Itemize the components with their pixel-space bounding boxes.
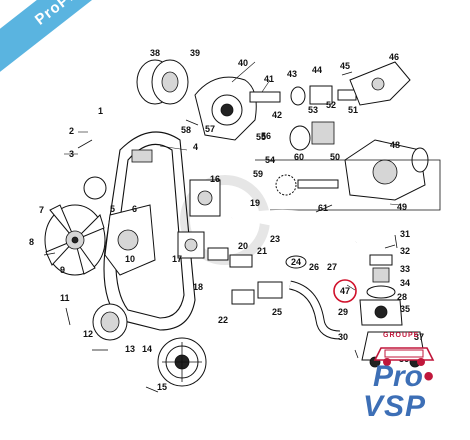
bolts xyxy=(43,71,398,393)
part-label-43: 43 xyxy=(287,69,297,79)
part-label-54: 54 xyxy=(265,155,275,165)
part-label-8: 8 xyxy=(29,237,34,247)
part-label-51: 51 xyxy=(348,105,358,115)
crank-pulley-15 xyxy=(157,337,207,387)
part-label-45: 45 xyxy=(340,61,350,71)
part-label-20: 20 xyxy=(238,241,248,251)
oil-pump-housing xyxy=(289,121,429,201)
part-label-1: 1 xyxy=(98,106,103,116)
part-number-labels: 1 2 3 4 5 6 7 8 9 10 11 12 13 14 15 16 1… xyxy=(29,48,424,392)
part-label-34: 34 xyxy=(400,278,410,288)
part-label-59: 59 xyxy=(253,169,263,179)
part-label-12: 12 xyxy=(83,329,93,339)
car-icon xyxy=(373,347,435,366)
part-label-37: 37 xyxy=(414,332,424,342)
part-label-21: 21 xyxy=(257,246,267,256)
part-label-11: 11 xyxy=(60,293,70,303)
part-label-19: 19 xyxy=(250,198,260,208)
thermostat-stack xyxy=(359,254,403,326)
part-label-53: 53 xyxy=(308,105,318,115)
timing-belt xyxy=(115,143,185,319)
crank-pulley-12 xyxy=(92,303,128,341)
part-label-7: 7 xyxy=(39,205,44,215)
lower-coolant-hose-inner xyxy=(289,281,341,339)
part-label-30: 30 xyxy=(338,332,348,342)
part-label-4: 4 xyxy=(193,142,198,152)
belt-cover-label-plate xyxy=(131,149,153,163)
part-label-22: 22 xyxy=(218,315,228,325)
part-label-13: 13 xyxy=(125,344,135,354)
part-label-58: 58 xyxy=(181,125,191,135)
part-label-23: 23 xyxy=(270,234,280,244)
logo-dot: • xyxy=(423,360,434,393)
hose-clamp-24 xyxy=(285,255,307,269)
part-label-27: 27 xyxy=(327,262,337,272)
cooling-fan xyxy=(44,204,106,276)
part-label-17: 17 xyxy=(172,254,182,264)
part-label-10: 10 xyxy=(125,254,135,264)
part-label-50: 50 xyxy=(330,152,340,162)
part-label-52: 52 xyxy=(326,100,336,110)
shaft-assembly xyxy=(249,85,357,106)
part-label-16: 16 xyxy=(210,174,220,184)
drive-gear xyxy=(275,174,339,196)
part-label-2: 2 xyxy=(69,126,74,136)
idler-pulley xyxy=(83,176,107,200)
logo-pro-text: Pro• xyxy=(373,360,434,393)
part-label-29: 29 xyxy=(338,307,348,317)
part-label-35: 35 xyxy=(400,304,410,314)
cam-pulley xyxy=(136,59,189,105)
part-label-57: 57 xyxy=(205,124,215,134)
part-label-42: 42 xyxy=(272,110,282,120)
part-label-60: 60 xyxy=(294,152,304,162)
logo-tagline: GROUPE xyxy=(383,332,420,339)
assembly-frame xyxy=(255,159,441,211)
part-label-40: 40 xyxy=(238,58,248,68)
pro-vsp-logo: GROUPE Pro• VSP xyxy=(355,332,460,432)
upper-coolant-hose-inner xyxy=(231,209,361,244)
hose-fitting-22 xyxy=(231,289,255,305)
part-label-48: 48 xyxy=(390,140,400,150)
part-label-61: 61 xyxy=(318,203,328,213)
part-label-46: 46 xyxy=(389,52,399,62)
part-label-25: 25 xyxy=(272,307,282,317)
hose-fitting-25 xyxy=(257,281,283,299)
part-label-33: 33 xyxy=(400,264,410,274)
part-label-26: 26 xyxy=(309,262,319,272)
part-label-3: 3 xyxy=(69,149,74,159)
part-label-47: 47 xyxy=(340,286,350,296)
leader-lines xyxy=(64,61,401,291)
part-label-56: 56 xyxy=(261,131,271,141)
part-label-28: 28 xyxy=(397,292,407,302)
part-label-24: 24 xyxy=(291,257,301,267)
thermostat-housing xyxy=(177,179,221,259)
part-label-41: 41 xyxy=(264,74,274,84)
hose-clamp-21 xyxy=(229,254,253,268)
hose-clamp-20 xyxy=(207,247,229,261)
highlight-ring-47 xyxy=(333,279,357,303)
water-pump xyxy=(104,204,156,276)
part-label-44: 44 xyxy=(312,65,322,75)
part-label-31: 31 xyxy=(400,229,410,239)
part-label-9: 9 xyxy=(60,265,65,275)
part-label-38: 38 xyxy=(150,48,160,58)
logo-vsp-text: VSP xyxy=(363,390,427,423)
timing-belt-cover xyxy=(103,131,196,331)
part-label-55: 55 xyxy=(256,132,266,142)
part-label-14: 14 xyxy=(142,344,152,354)
part-label-32: 32 xyxy=(400,246,410,256)
bracket-hole xyxy=(371,77,385,91)
part-label-49: 49 xyxy=(397,202,407,212)
part-label-18: 18 xyxy=(193,282,203,292)
part-label-15: 15 xyxy=(157,382,167,392)
distributor-housing xyxy=(194,76,257,141)
part-label-5: 5 xyxy=(110,204,115,214)
part-label-6: 6 xyxy=(132,204,137,214)
part-label-39: 39 xyxy=(190,48,200,58)
